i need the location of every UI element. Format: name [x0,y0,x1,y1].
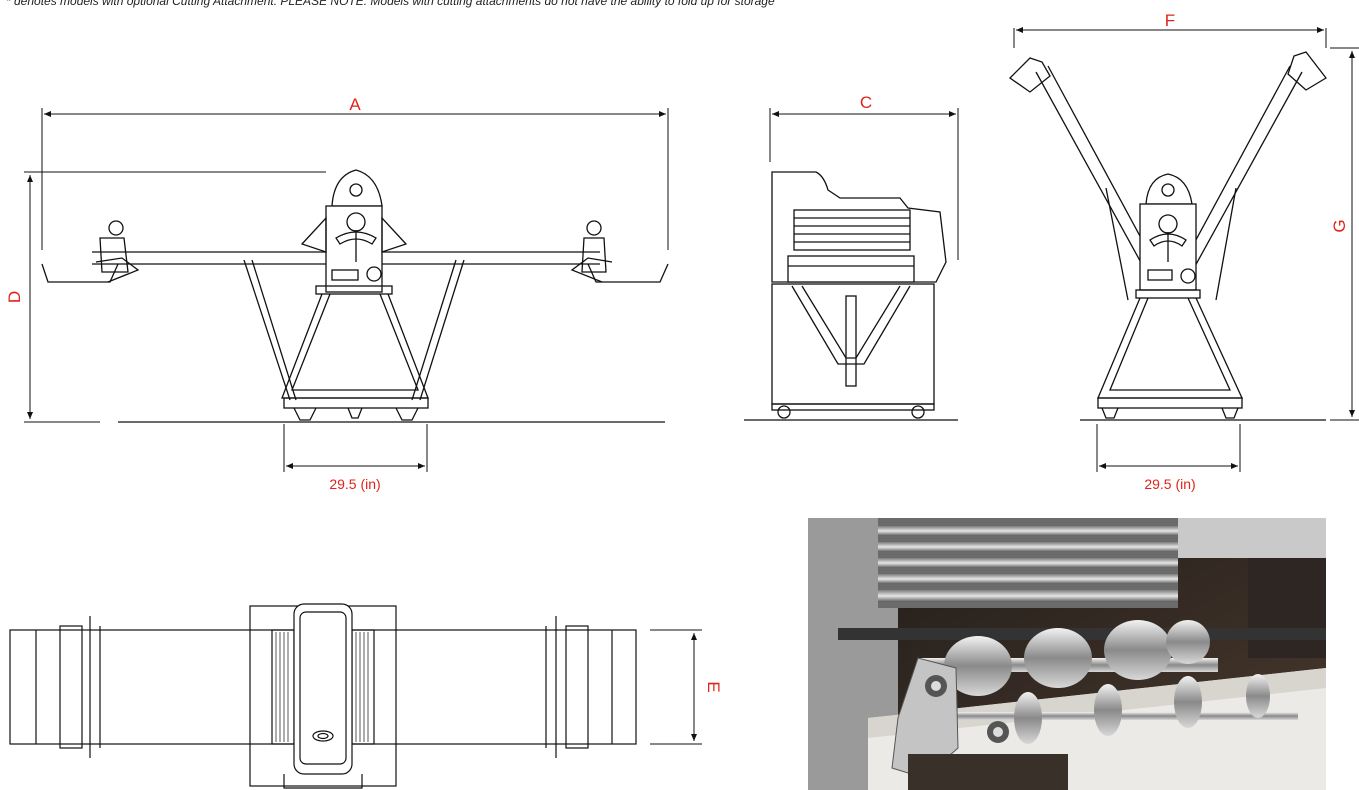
folded-view [1008,27,1359,472]
front-base-width-label: 29.5 (in) [329,476,380,492]
top-view [9,603,702,789]
dimension-a-label: A [349,95,361,114]
dimension-c-label: C [860,93,872,112]
side-view [744,108,959,421]
front-view [24,108,669,472]
cutting-attachment-illustration [808,518,1326,790]
side-bracket [891,657,1009,779]
dimension-f-label: F [1165,11,1175,30]
storage-note: * denotes models with optional Cutting A… [6,0,775,8]
cutting-attachment-photo [808,518,1326,790]
cutting-wheels [918,620,1298,744]
dimension-d-label: D [5,291,24,303]
dimension-g-label: G [1330,219,1349,232]
folded-base-width-label: 29.5 (in) [1144,476,1195,492]
roller-housing [878,518,1178,608]
dimension-e-label: E [704,681,723,692]
